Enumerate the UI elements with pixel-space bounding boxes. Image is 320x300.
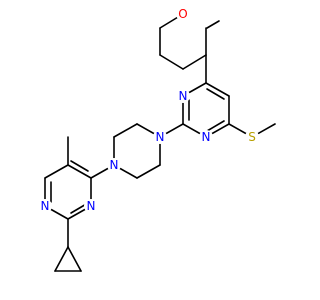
bond [44, 164, 69, 179]
bond [182, 54, 207, 70]
atom-nitrogen: N [110, 158, 119, 172]
lower-pyrimidine-ring [44, 160, 92, 220]
atom-nitrogen: N [87, 199, 96, 213]
cyclopropyl-ring [54, 246, 82, 272]
atom-nitrogen: N [41, 199, 50, 213]
bond [54, 246, 69, 272]
atom-nitrogen: N [202, 130, 211, 144]
oxane-ring [159, 13, 220, 70]
bond [206, 20, 220, 29]
bond [206, 88, 225, 100]
bond [67, 164, 92, 179]
molecule-structure-diagram: N N S O N N N N [38, 7, 276, 272]
bond [159, 54, 184, 70]
bond [113, 123, 138, 138]
atom-sulfur: S [248, 130, 256, 144]
bond [67, 246, 82, 272]
atom-nitrogen: N [156, 130, 165, 144]
atom-oxygen: O [178, 7, 187, 21]
atom-nitrogen: N [179, 89, 188, 103]
piperazine-ring [113, 123, 161, 179]
bond [136, 164, 161, 179]
bond [70, 160, 89, 172]
atom-labels: N N S O N N N N [38, 7, 259, 213]
upper-pyrimidine-ring [182, 82, 230, 138]
bond [205, 82, 230, 97]
bond [206, 120, 225, 132]
